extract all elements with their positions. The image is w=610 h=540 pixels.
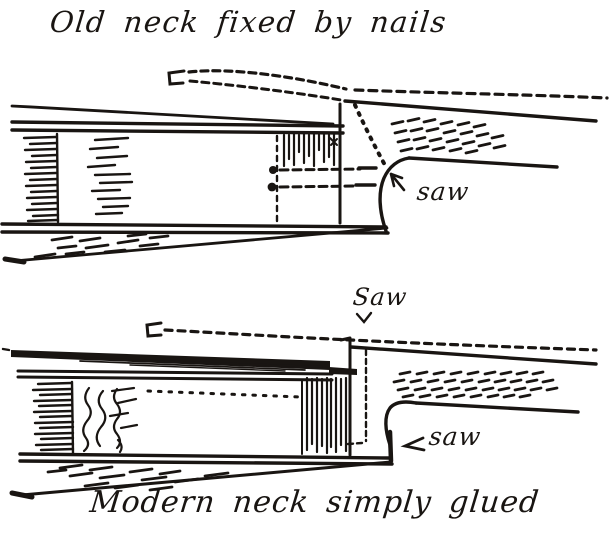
neck-bottom-line — [407, 156, 559, 169]
top-plate-edge-lower — [10, 128, 345, 135]
top-plate-edge-lower — [16, 375, 334, 382]
fingerboard-top-dash — [187, 69, 348, 91]
neck-top-line — [343, 99, 598, 123]
bottom-edge-upper — [18, 452, 391, 460]
dotted-guide-line — [146, 389, 303, 399]
heel-step-cap — [339, 336, 352, 342]
nailed-joint — [267, 102, 378, 225]
saw-cut-dotted-line — [353, 103, 388, 169]
old-neck-diagram — [0, 69, 609, 265]
back-plate-end — [9, 490, 35, 500]
top-plate-edge-upper — [16, 369, 334, 376]
fingerboard-end-bracket — [167, 69, 186, 86]
back-plate-hatching — [46, 463, 230, 492]
joint-hatching — [305, 376, 352, 455]
wedge-hatch-2 — [79, 360, 306, 371]
top-plate-edge-upper — [10, 120, 345, 128]
chevron-down-icon — [355, 311, 373, 324]
back-plate-hatching — [33, 232, 170, 259]
block-grain-squiggle-1 — [82, 386, 92, 453]
block-hatching — [31, 381, 75, 452]
block-inner-hatching — [86, 136, 134, 216]
saw-arrow-down-icon — [355, 311, 373, 324]
joint-x-mark — [329, 137, 338, 146]
wedge-lead-dash — [1, 347, 11, 352]
neck-profile — [343, 99, 598, 233]
arrow-up-left-icon — [389, 172, 406, 192]
heel-base — [387, 429, 394, 464]
wedge-hatch-3 — [129, 364, 286, 372]
fingerboard-dashed-outline — [145, 321, 598, 352]
back-plate-diagonal — [12, 226, 389, 263]
nail-1 — [269, 166, 378, 174]
saw-label-modern-top: Saw — [351, 283, 409, 311]
fingerboard-dashed-outline — [167, 69, 609, 102]
fingerboard-bottom-dash — [188, 79, 343, 102]
fingerboard-dash — [163, 328, 598, 352]
nail-head — [267, 182, 277, 192]
block-grain-squiggle-3 — [112, 387, 122, 450]
fingerboard-right-dash — [353, 88, 609, 100]
block-grain-squiggle-2 — [95, 389, 107, 448]
saw-arrow-icon — [389, 172, 406, 192]
nail-head — [269, 166, 277, 174]
back-plate-end — [2, 256, 27, 265]
top-figure-title: Old neck fixed by nails — [48, 5, 449, 39]
neck-wood-hatching — [392, 370, 559, 399]
end-block — [22, 132, 134, 224]
body-outline — [0, 104, 390, 265]
bottom-figure-caption: Modern neck simply glued — [88, 485, 542, 520]
saw-cut-dashed-corner — [346, 441, 364, 446]
glued-joint — [301, 336, 368, 457]
neck-bottom-line — [414, 401, 580, 414]
neck-wood-hatching — [390, 117, 507, 155]
wedge-hatch-1 — [44, 356, 323, 368]
saw-label-old-neck: saw — [415, 177, 471, 206]
nail-shaft-dashed — [278, 184, 358, 189]
block-hatching — [22, 135, 60, 223]
neck-top-line — [349, 345, 598, 366]
heel-curve — [378, 156, 411, 233]
joint-cap-bar — [329, 367, 357, 375]
block-grain-dashes — [108, 386, 139, 454]
fingerboard-end-bracket — [145, 321, 163, 338]
nail-2 — [267, 182, 377, 192]
bottom-edge-lower — [18, 459, 394, 466]
heel-curve — [384, 400, 418, 463]
nail-shaft-dashed — [278, 167, 362, 172]
bottom-edge-upper — [0, 222, 388, 229]
joint-hatching — [282, 132, 336, 168]
end-block — [31, 380, 303, 456]
saw-label-modern-side: saw — [427, 422, 483, 451]
back-plate-diagonal — [20, 460, 393, 497]
neck-surface-line — [10, 104, 335, 126]
neck-profile — [349, 345, 598, 464]
chevron-left-icon — [400, 436, 426, 452]
saw-arrow-left-icon — [400, 436, 426, 452]
modern-neck-diagram — [1, 311, 598, 500]
